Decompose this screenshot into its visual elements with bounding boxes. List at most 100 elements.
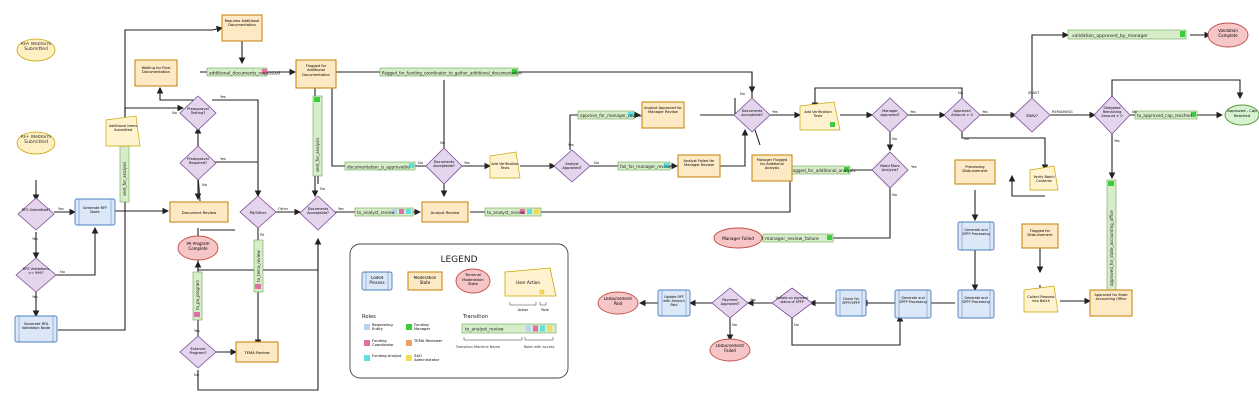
legend-label: Action xyxy=(518,308,529,312)
edge-label: No xyxy=(892,137,897,141)
legend-user-action: User Action Action Role xyxy=(504,267,557,312)
action-add-verification-1: Add Verification Tests xyxy=(489,151,521,179)
terminal-validation-complete: Validation Complete xyxy=(1207,22,1249,48)
node-label: Generate and SPFP Processing xyxy=(962,228,990,237)
legend-role-label: SAO Administrator xyxy=(414,354,440,363)
decision-documents-acceptable-3: Documents Acceptable? xyxy=(733,97,771,133)
legend: LEGEND Coded Process Moderation State Te… xyxy=(349,243,569,379)
decision-payment-approved: Payment Approved? xyxy=(711,287,749,319)
decision-external-program: External Program? xyxy=(179,335,217,369)
state-flagged-disbursement: Flagged for Disbursement xyxy=(1021,223,1059,249)
node-label: Update on payment status of SPFP xyxy=(775,296,809,304)
node-label: Approved Amount > 0 xyxy=(951,109,973,118)
transition-text: approve_for_manager_review xyxy=(580,113,642,118)
decision-rfs-submitted: RFS Submitted? xyxy=(17,197,55,231)
edge-label: REMAINING xyxy=(1052,110,1073,114)
node-label: Generate RFA Validation Node xyxy=(21,322,51,331)
node-label: Check for SPFP/SPFP xyxy=(842,297,860,306)
decision-preapproval-required: Preapproval Required? xyxy=(179,145,217,181)
transition-flagged-additional-analysis: flagged_for_additional_analysis xyxy=(787,165,856,175)
transition-text: to_pa_program xyxy=(195,280,200,310)
transition-validation-approved: validation_approved_by_manager xyxy=(1067,29,1187,40)
terminal-disbursement-paid: Disbursement Paid xyxy=(597,291,639,315)
terminal-pa-program-complete: PA Program Complete xyxy=(177,235,219,261)
legend-role-label: TEMA Reviewer xyxy=(414,339,443,343)
state-document-review: Document Review xyxy=(169,201,229,223)
state-requires-additional: Requires Additional Documentation xyxy=(221,14,263,42)
node-label: Analyst Approved? xyxy=(562,162,582,171)
transition-vertical-2: to_tema_review xyxy=(253,239,264,293)
node-label: Document Review xyxy=(182,210,216,215)
decision-need-more-analysis: Need More Analysis? xyxy=(871,151,909,189)
edge-label: Yes xyxy=(464,161,470,165)
transition-approve-for-manager: approve_for_manager_review xyxy=(577,110,642,120)
legend-title: LEGEND xyxy=(440,255,477,265)
state-analyst-review: Analyst Review xyxy=(421,201,469,223)
edge-label: No xyxy=(594,161,599,165)
transition-text: flagged_for_funding_coordinator_to_gathe… xyxy=(382,71,523,76)
node-label: Documents Acceptable? xyxy=(307,207,329,216)
decision-documents-acceptable-2: Documents Acceptable? xyxy=(425,147,463,185)
transition-text: to_approved_cap_reached xyxy=(1137,113,1192,118)
node-label: Analyst Approved for Manager Review xyxy=(644,106,682,115)
legend-label: to_analyst_review xyxy=(465,327,504,333)
edge-label: No xyxy=(892,193,897,197)
node-label: Verify Batch Contents xyxy=(1033,175,1055,184)
node-label: Generate RFF Node xyxy=(82,206,108,215)
process-generate-rfa: Generate RFA Validation Node xyxy=(14,315,58,343)
node-label: Additional Items Submitted xyxy=(108,124,138,133)
decision-pa-other: PA/Other xyxy=(239,195,277,229)
action-add-verification-2: Add Verification Tests xyxy=(799,101,841,131)
edge-label: No xyxy=(794,323,799,327)
transition-labels: additional_documents_requested flagged_f… xyxy=(119,29,1198,321)
node-label: PA Program Complete xyxy=(186,242,210,251)
node-label: TEMA Review xyxy=(243,350,269,355)
decision-manager-approved: Manager Approved? xyxy=(871,97,909,133)
legend-role-label: Funding Analyst xyxy=(372,354,402,358)
state-analyst-failed-manager: Analyst Failed for Manager Review xyxy=(677,154,721,178)
node-label: Validation Complete xyxy=(1218,29,1238,38)
node-label: Manager Approved? xyxy=(880,109,900,118)
process-update-rff: Update RFF with Amount Paid xyxy=(657,289,691,317)
node-label: Manager Flagged for Additional Analysis xyxy=(756,158,788,171)
node-label: Documents Acceptable? xyxy=(741,109,763,118)
edge-label: Yes xyxy=(58,207,64,211)
state-tema-review: TEMA Review xyxy=(235,341,279,363)
edge-label: Yes xyxy=(911,165,917,169)
legend-label: User Action xyxy=(516,280,540,285)
node-label: External Program? xyxy=(189,347,207,356)
node-label: Add Verification Tests xyxy=(491,162,519,171)
edge-label: Yes xyxy=(750,298,756,302)
transition-flagged-for-funding: flagged_for_funding_coordinator_to_gathe… xyxy=(379,67,523,77)
node-label: Approved for State Accounting Office xyxy=(1094,293,1128,302)
transition-vertical-1: sent_for_analysis xyxy=(119,145,130,203)
edge-label: No xyxy=(440,141,445,145)
node-label: SRAV? xyxy=(1026,113,1038,118)
transition-documentation-is-approvable: documentation_is_approvable xyxy=(344,161,416,171)
node-label: Disbursement Paid xyxy=(604,297,632,306)
decision-srav: SRAV? xyxy=(1013,97,1051,133)
edge-label: Other xyxy=(278,207,289,211)
edge-label: Yes xyxy=(220,157,226,161)
node-label: Analyst Review xyxy=(431,210,460,215)
edge-label: Yes xyxy=(982,110,988,114)
transition-text: to_analyst_review xyxy=(357,210,395,215)
node-label: PA/Other xyxy=(250,210,267,215)
state-approved-state-accounting: Approved for State Accounting Office xyxy=(1089,289,1133,317)
legend-label: Role xyxy=(541,308,548,312)
node-label: RFF Webform Submitted xyxy=(20,135,52,146)
node-label: Obligated Remaining Amount > 0 xyxy=(1101,106,1123,119)
legend-sample-transition: to_analyst_review Transition Machine Nam… xyxy=(455,323,557,349)
legend-roles: Requesting Entity Funding Coordinator Fu… xyxy=(364,323,443,363)
node-label: Disbursement Failed xyxy=(716,344,744,353)
process-generate-spfp-3: Generate and SPFP Processing xyxy=(894,289,932,319)
legend-label: Terminal Moderation State xyxy=(462,273,484,287)
state-manager-flagged: Manager Flagged for Additional Analysis xyxy=(751,154,793,182)
action-verify-batch: Verify Batch Contents xyxy=(1029,165,1059,191)
edge-label: No xyxy=(964,137,969,141)
decision-obligated-remaining: Obligated Remaining Amount > 0 xyxy=(1093,95,1131,135)
edge-label: SRAV? xyxy=(1028,91,1039,95)
edge-label: No xyxy=(740,92,745,96)
edge-label: Yes xyxy=(338,207,344,211)
node-label: Flagged for Disbursement xyxy=(1027,229,1053,238)
